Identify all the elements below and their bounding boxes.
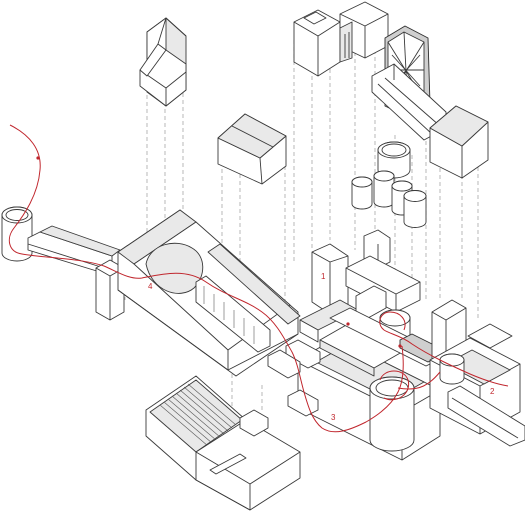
route-markers: 1 2 3 4 (148, 272, 495, 422)
courtyard-block-4 (117, 209, 301, 377)
stair-block (145, 375, 301, 511)
route-node-2 (398, 344, 402, 348)
connector-pieces (239, 339, 321, 437)
lattice-tower (371, 25, 447, 141)
floating-house-middle (217, 113, 287, 185)
circulation-route (8, 124, 509, 433)
left-pillar (95, 259, 125, 321)
route-loop (379, 370, 410, 401)
marker-3: 3 (331, 413, 336, 422)
central-block-3 (297, 323, 441, 461)
route-node-start (36, 156, 40, 160)
route-node-1 (346, 322, 350, 326)
left-silo-and-bridge (1, 206, 121, 273)
floating-cylinders (351, 141, 427, 228)
right-block-2 (429, 299, 525, 447)
marker-1: 1 (321, 272, 326, 281)
floating-house-right (429, 105, 489, 179)
marker-2: 2 (490, 387, 495, 396)
floating-blocks-top (293, 1, 389, 77)
marker-4: 4 (148, 282, 153, 291)
route-branch-east (379, 311, 509, 387)
route-branch-north (397, 371, 441, 390)
upper-cluster-1 (299, 229, 447, 367)
route-path (8, 124, 404, 433)
floating-house-upper-left (139, 17, 187, 107)
